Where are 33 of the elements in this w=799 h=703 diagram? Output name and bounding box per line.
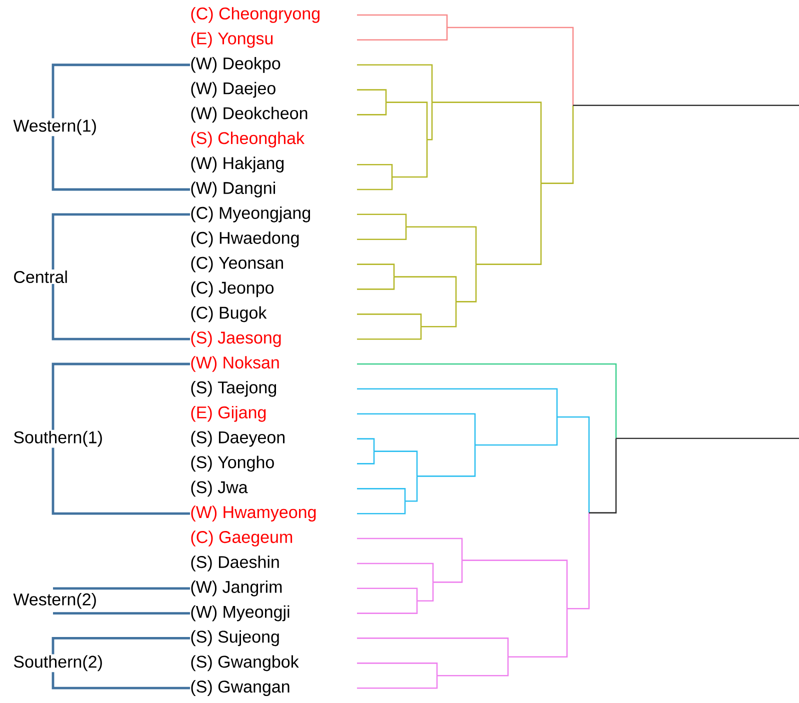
- leaf-label: (C) Jeonpo: [191, 281, 274, 298]
- leaf-label: (C) Myeongjang: [191, 206, 310, 222]
- leaf-label: (C) Cheongryong: [191, 7, 320, 23]
- group-label: Western(1): [12, 118, 98, 136]
- leaf-label: (S) Taejong: [191, 380, 276, 397]
- leaf-label: (C) Gaegeum: [191, 530, 292, 546]
- leaf-label: (S) Cheonghak: [191, 132, 305, 148]
- leaf-label: (W) Hwamyeong: [191, 506, 316, 522]
- leaf-label: (S) Jaesong: [191, 331, 281, 348]
- group-label: Western(2): [12, 592, 98, 610]
- group-label: Central: [12, 270, 69, 284]
- leaf-label: (C) Yeonsan: [191, 256, 283, 272]
- leaf-label: (W) Daejeo: [191, 82, 276, 98]
- leaf-label: (S) Gwangbok: [191, 655, 299, 672]
- group-label: Southern(2): [12, 654, 104, 672]
- leaf-label: (W) Myeongji: [191, 605, 290, 622]
- leaf-label: (E) Yongsu: [191, 32, 273, 48]
- leaf-label: (W) Noksan: [191, 356, 279, 372]
- leaf-label: (W) Hakjang: [191, 156, 284, 173]
- leaf-label: (W) Jangrim: [191, 580, 282, 596]
- leaf-label: (W) Dangni: [191, 182, 275, 198]
- leaf-label: (W) Deokcheon: [191, 106, 308, 123]
- leaf-label: (S) Sujeong: [191, 630, 279, 646]
- leaf-label: (S) Gwangan: [191, 680, 290, 696]
- leaf-label: (E) Gijang: [191, 406, 266, 422]
- leaf-label: (C) Bugok: [191, 306, 267, 322]
- leaf-label: (W) Deokpo: [191, 56, 280, 73]
- group-label: Southern(1): [12, 430, 104, 448]
- leaf-label: (S) Jwa: [191, 480, 248, 497]
- leaf-label: (S) Daeshin: [191, 556, 279, 572]
- leaf-label: (C) Hwaedong: [191, 231, 299, 248]
- leaf-label: (S) Daeyeon: [191, 430, 284, 447]
- leaf-label: (S) Yongho: [191, 456, 274, 472]
